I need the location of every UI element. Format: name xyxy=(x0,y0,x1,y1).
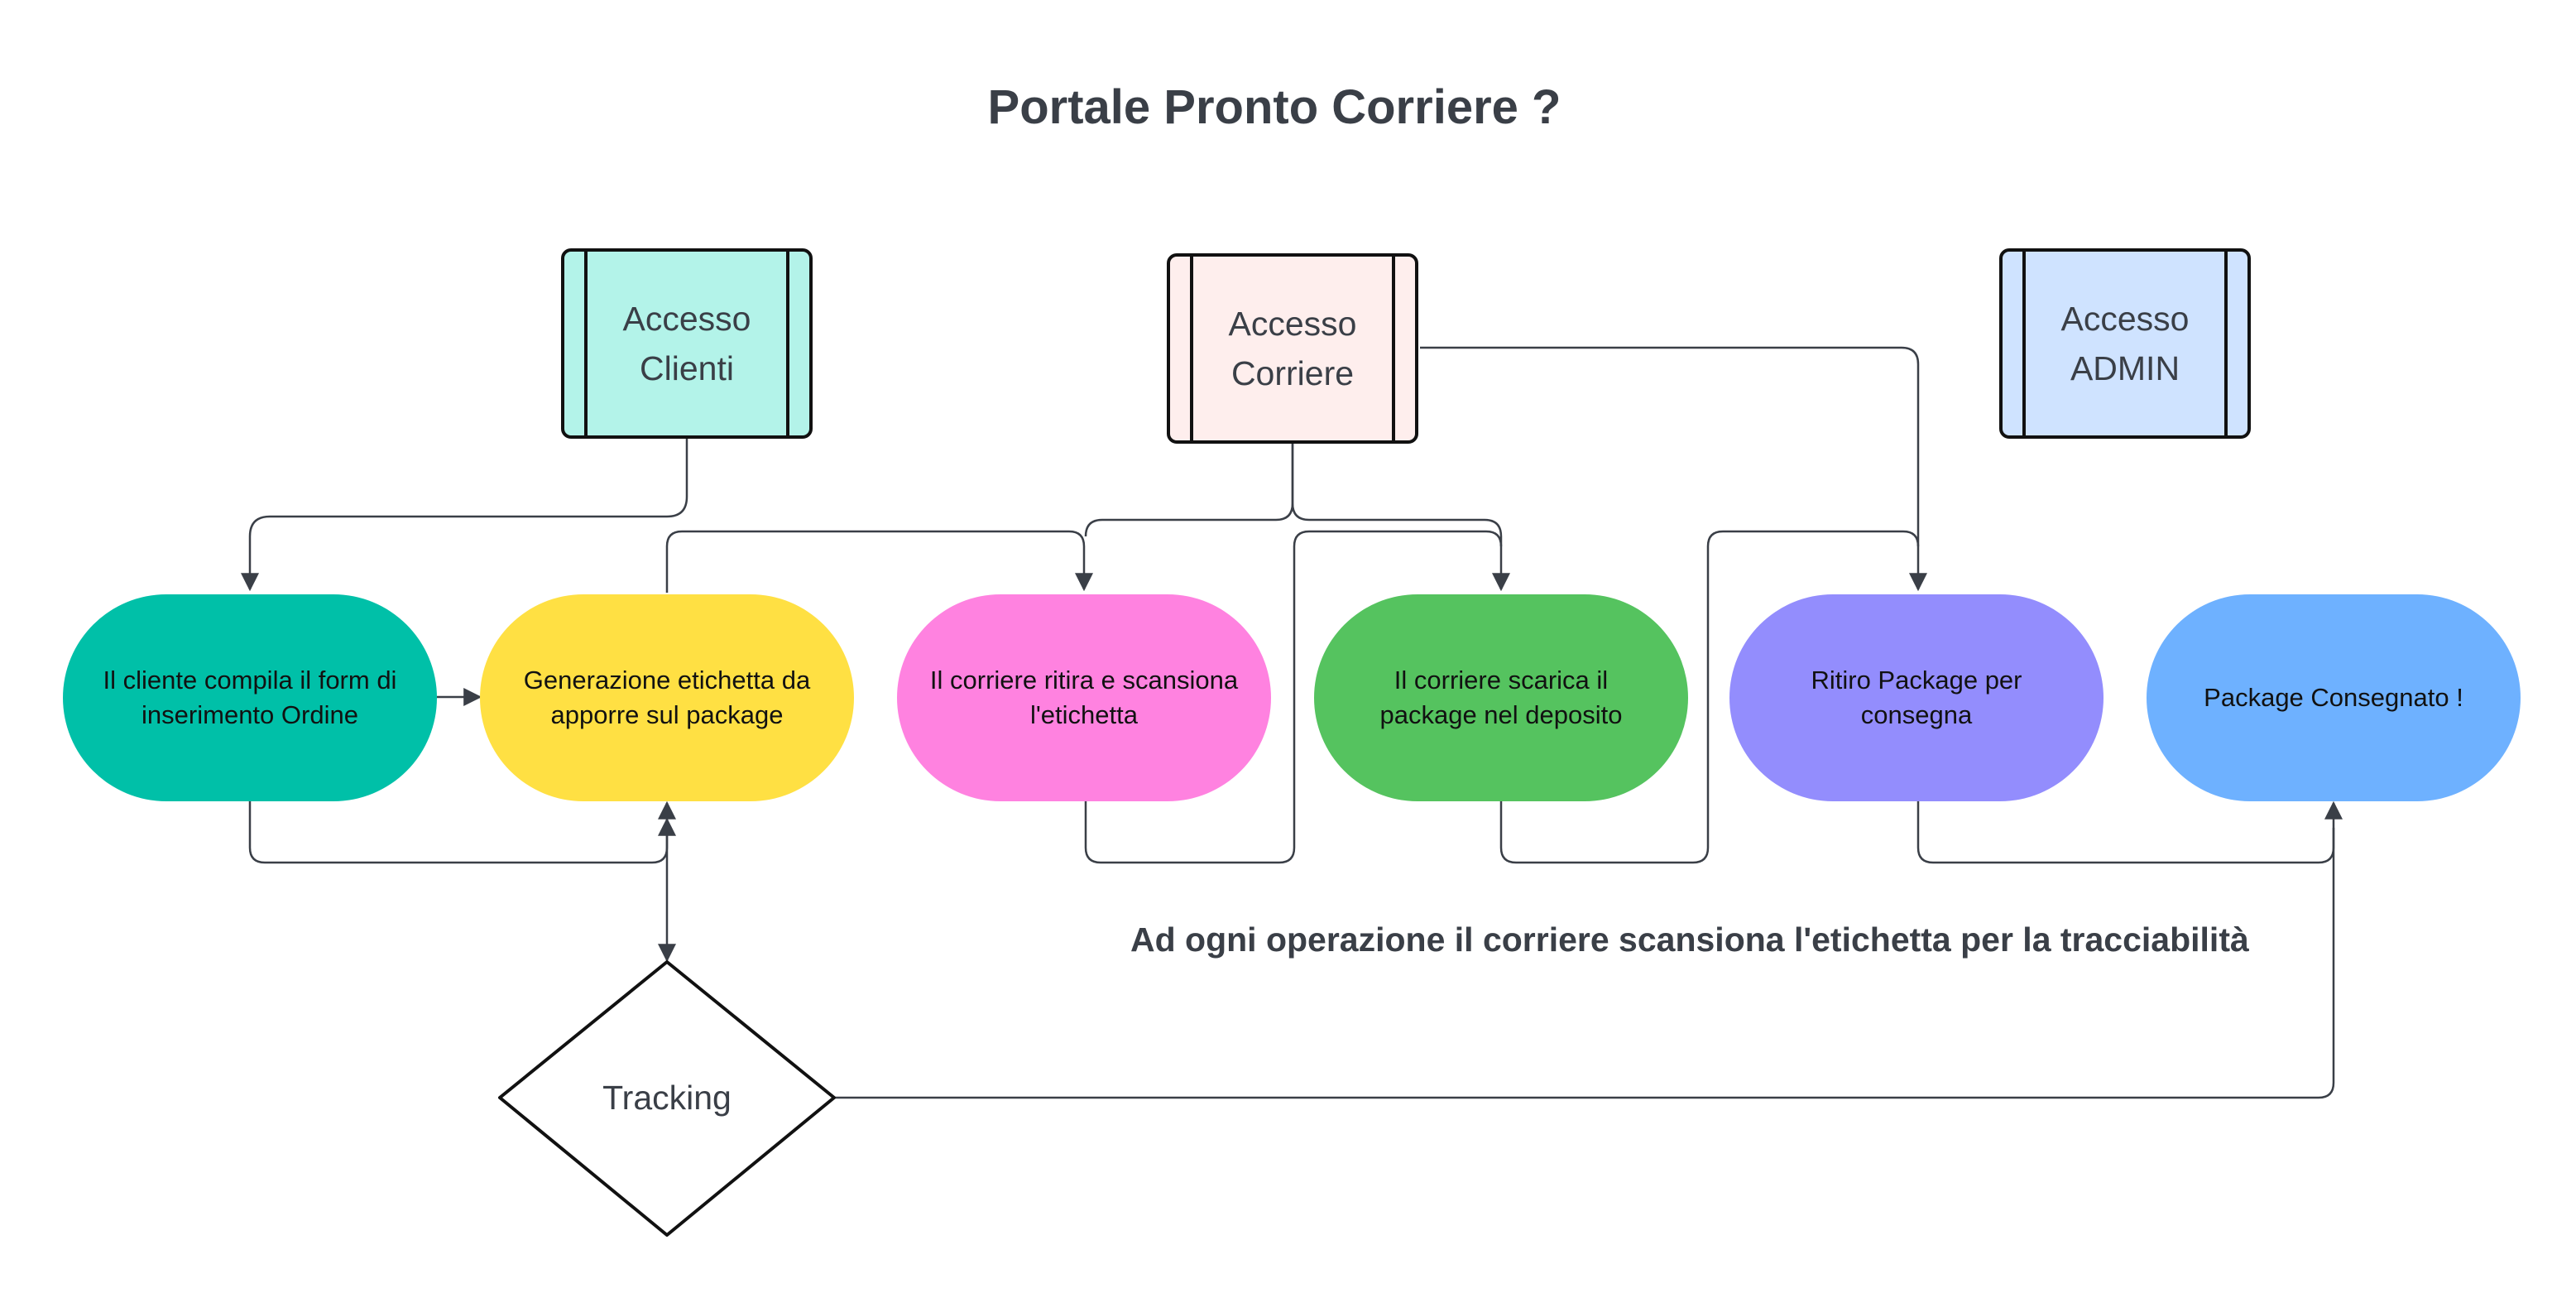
step-consegnato xyxy=(2147,594,2521,801)
step-label-ordine-line2: inserimento Ordine xyxy=(142,700,358,729)
step-label-ritiro-consegna-line2: consegna xyxy=(1860,700,1973,729)
connector-corriere-to-scarica xyxy=(1291,444,1510,592)
actor-label-corriere-line2: Corriere xyxy=(1230,354,1355,392)
actor-label-admin-line2: ADMIN xyxy=(2070,349,2180,387)
connector-ritira-to-scarica xyxy=(1084,530,1503,864)
step-label-scarica-line1: Il corriere scarica il xyxy=(1394,666,1609,695)
step-ritiro-consegna xyxy=(1729,594,2103,801)
step-etichetta xyxy=(480,594,854,801)
step-label-scarica-line2: package nel deposito xyxy=(1379,700,1623,729)
actor-label-clienti-line1: Accesso xyxy=(622,300,751,338)
step-label-ordine: Il cliente compila il form di inseriment… xyxy=(63,594,437,801)
connector-ritiro-to-consegnato xyxy=(1916,800,2343,864)
connector-ordine-to-etichetta-bottom xyxy=(248,800,676,864)
step-ordine xyxy=(63,594,437,801)
step-label-etichetta: Generazione etichetta da apporre sul pac… xyxy=(480,594,854,801)
actor-label-clienti: Accesso Clienti xyxy=(586,250,788,437)
step-label-ordine-line1: Il cliente compila il form di xyxy=(103,666,397,695)
actor-label-admin-line1: Accesso xyxy=(2060,300,2190,338)
connector-clienti-to-ordine xyxy=(241,439,688,592)
actor-box-corriere xyxy=(1167,253,1418,444)
tracking-diamond xyxy=(498,960,836,1237)
connector-scarica-to-ritiro-consegna xyxy=(1499,530,1920,864)
connector-corriere-to-ritira xyxy=(1084,444,1294,537)
connector-corriere-to-ritiro-consegna xyxy=(1420,346,1927,592)
step-label-ritiro-consegna-line1: Ritiro Package per xyxy=(1811,666,2022,695)
step-label-consegnato: Package Consegnato ! xyxy=(2147,594,2521,801)
step-label-ritiro-consegna: Ritiro Package per consegna xyxy=(1729,594,2103,801)
step-label-etichetta-line2: apporre sul package xyxy=(550,700,784,729)
connector-tracking-to-consegnato xyxy=(834,828,2335,1099)
actor-label-corriere-line1: Accesso xyxy=(1228,305,1357,343)
connector-etichetta-to-ritira xyxy=(665,530,1093,593)
tracking-note: Ad ogni operazione il corriere scansiona… xyxy=(1130,920,2249,959)
step-label-ritira: Il corriere ritira e scansiona l'etichet… xyxy=(897,594,1271,801)
actor-label-corriere: Accesso Corriere xyxy=(1192,255,1394,442)
actor-label-admin: Accesso ADMIN xyxy=(2024,250,2226,437)
step-label-ritira-line2: l'etichetta xyxy=(1029,700,1138,729)
step-label-etichetta-line1: Generazione etichetta da xyxy=(523,666,811,695)
actor-box-admin xyxy=(1999,248,2251,439)
step-ritira xyxy=(897,594,1271,801)
step-label-ritira-line1: Il corriere ritira e scansiona xyxy=(929,666,1239,695)
page-title: Portale Pronto Corriere ? xyxy=(987,80,1561,134)
tracking-label-text: Tracking xyxy=(602,1079,732,1117)
actor-label-clienti-line2: Clienti xyxy=(640,349,734,387)
tracking-label: Tracking xyxy=(541,1073,793,1122)
step-scarica xyxy=(1314,594,1688,801)
actor-box-clienti xyxy=(561,248,813,439)
step-label-consegnato-line1: Package Consegnato ! xyxy=(2204,683,2463,712)
step-label-scarica: Il corriere scarica il package nel depos… xyxy=(1314,594,1688,801)
